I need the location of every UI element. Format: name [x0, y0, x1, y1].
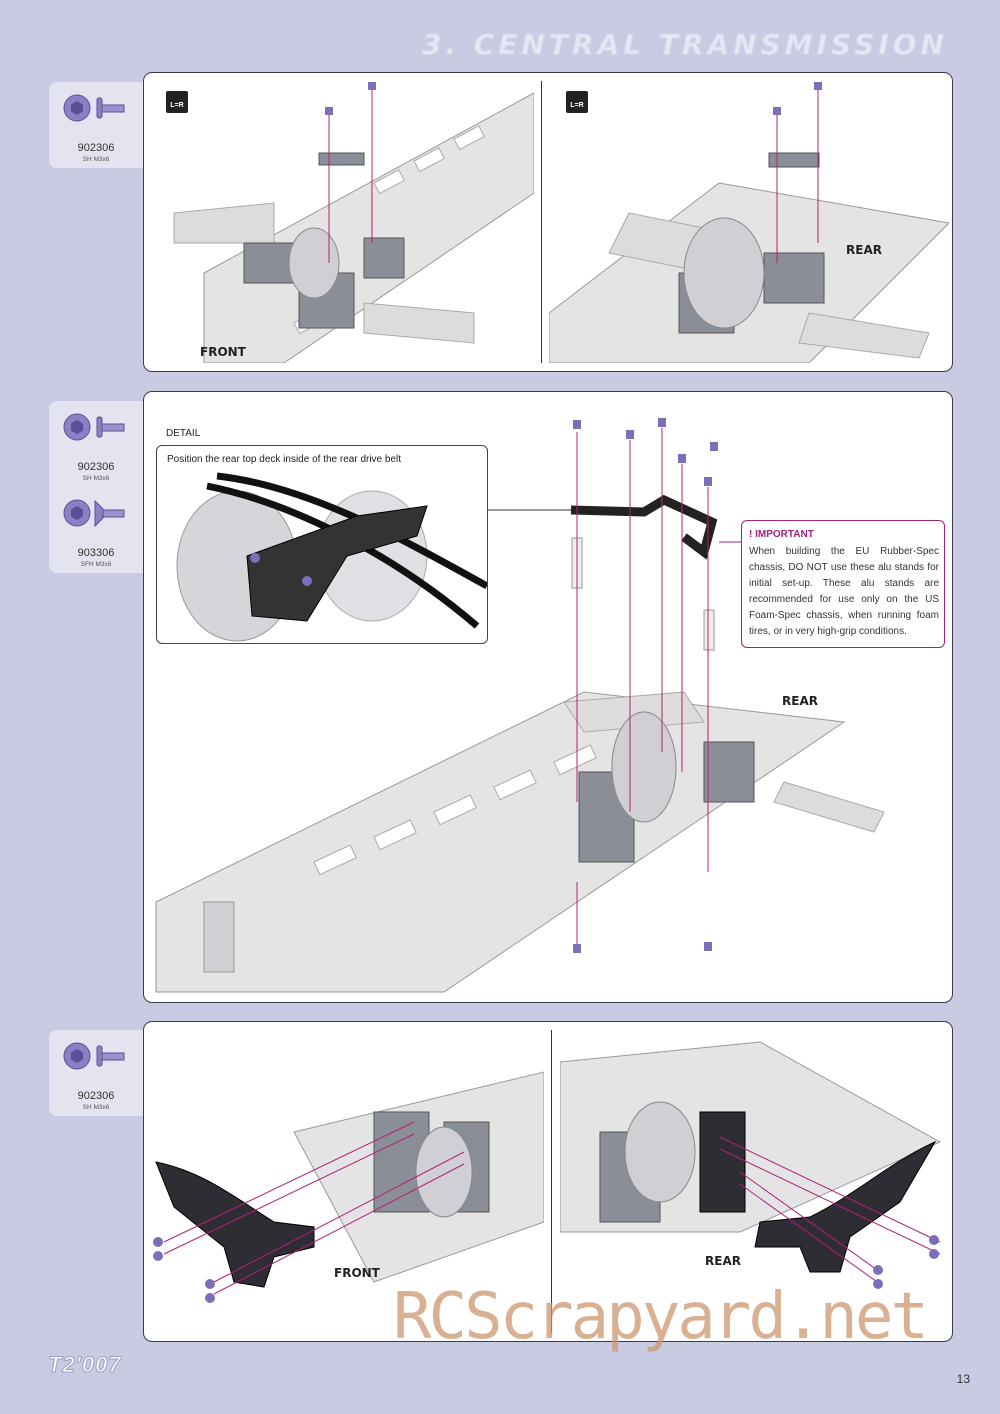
part-spec: SH M3x6: [82, 475, 110, 482]
important-title: ! IMPORTANT: [749, 529, 814, 540]
rear-label: REAR: [782, 694, 818, 708]
detail-inset: Position the rear top deck inside of the…: [156, 445, 488, 644]
countersunk-screw-icon: [63, 499, 125, 528]
part-item: 902306 SH M3x6: [49, 82, 143, 168]
front-body-mount-illustration: [153, 1071, 544, 1303]
rear-body-mount-illustration: [560, 1041, 942, 1289]
important-note: ! IMPORTANT When building the EU Rubber-…: [741, 520, 945, 648]
part-item: 903306 SFH M3x6: [49, 487, 143, 573]
rear-label: REAR: [705, 1254, 741, 1268]
page-number: 13: [956, 1372, 970, 1386]
part-code: 902306: [77, 1090, 115, 1102]
page-title: 3. CENTRAL TRANSMISSION: [421, 28, 948, 62]
parts-list-step-2: 902306 SH M3x6 903306 SFH M3x6: [49, 401, 143, 573]
step-panel-2: DETAIL Position the rear top deck inside…: [143, 391, 953, 1003]
belt-detail-illustration: [176, 472, 487, 642]
watermark: RCScrapyard.net: [393, 1280, 929, 1354]
front-label: FRONT: [334, 1266, 380, 1280]
rear-assembly-illustration: [549, 82, 949, 363]
panel-divider: [541, 81, 542, 363]
detail-label: DETAIL: [166, 428, 201, 439]
detail-caption: Position the rear top deck inside of the…: [167, 454, 402, 465]
panel-divider: [551, 1030, 552, 1333]
part-spec: SH M3x6: [82, 1104, 110, 1111]
step-panel-3: FRONT REAR: [143, 1021, 953, 1342]
important-body: When building the EU Rubber-Spec chassis…: [749, 546, 939, 637]
left-equals-right-icon: L=R: [566, 91, 588, 113]
part-code: 902306: [77, 461, 115, 473]
front-label: FRONT: [200, 345, 246, 359]
left-equals-right-icon: L=R: [166, 91, 188, 113]
step-panel-1: L=R L=R FRONT REAR: [143, 72, 953, 372]
chassis-assembly-illustration: [155, 418, 885, 993]
part-spec: SH M3x6: [82, 156, 110, 163]
part-code: 903306: [77, 547, 115, 559]
rear-label: REAR: [846, 243, 882, 257]
screw-icon: [63, 1042, 125, 1070]
part-spec: SFH M3x6: [80, 561, 112, 568]
part-item: 902306 SH M3x6: [49, 401, 143, 487]
front-assembly-illustration: [173, 82, 534, 363]
screw-icon: [63, 413, 125, 441]
part-code: 902306: [77, 142, 115, 154]
brand-logo: T2'007: [48, 1352, 122, 1378]
screw-icon: [63, 94, 125, 122]
parts-list-step-1: 902306 SH M3x6: [49, 82, 143, 168]
part-item: 902306 SH M3x6: [49, 1030, 143, 1116]
parts-list-step-3: 902306 SH M3x6: [49, 1030, 143, 1116]
